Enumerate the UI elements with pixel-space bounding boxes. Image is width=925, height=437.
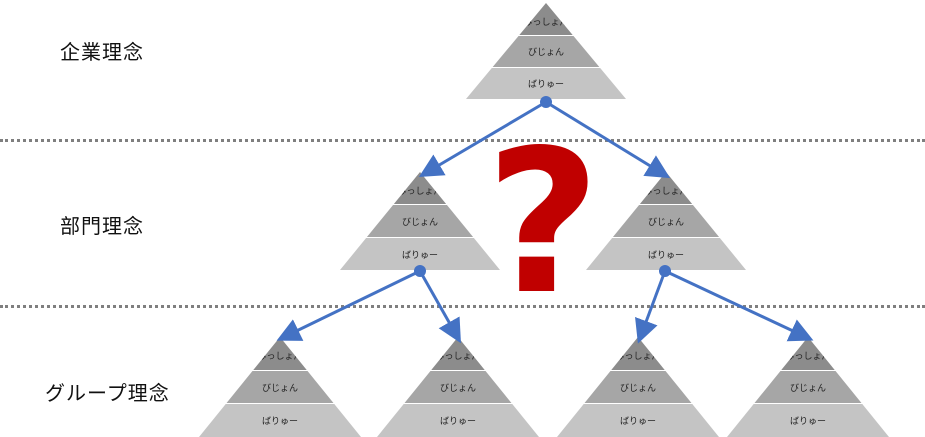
tier-value: ばりゅー <box>377 404 539 437</box>
node-corporate <box>540 96 552 108</box>
question-mark-icon: ? <box>485 107 601 338</box>
node-dept-left <box>414 265 426 277</box>
tier-value: ばりゅー <box>340 238 500 270</box>
divider-lower <box>0 305 925 308</box>
connector-dept-left-to-group-2 <box>418 270 461 344</box>
node-dept-right <box>659 265 671 277</box>
divider-upper <box>0 139 925 142</box>
tier-value: ばりゅー <box>557 404 719 437</box>
connector-dept-right-to-group-4 <box>664 269 814 342</box>
connector-corporate-to-dept-right <box>545 100 671 179</box>
tier-value: ばりゅー <box>727 404 889 437</box>
tier-value: ばりゅー <box>466 68 626 99</box>
tier-value: ばりゅー <box>586 238 746 270</box>
connector-dept-right-to-group-3 <box>635 270 667 344</box>
connector-dept-left-to-group-1 <box>276 269 421 341</box>
label-corporate-philosophy: 企業理念 <box>60 40 144 64</box>
label-group-philosophy: グループ理念 <box>45 381 170 405</box>
tier-value: ばりゅー <box>199 404 361 437</box>
label-department-philosophy: 部門理念 <box>60 214 144 238</box>
connector-corporate-to-dept-left <box>418 100 547 178</box>
